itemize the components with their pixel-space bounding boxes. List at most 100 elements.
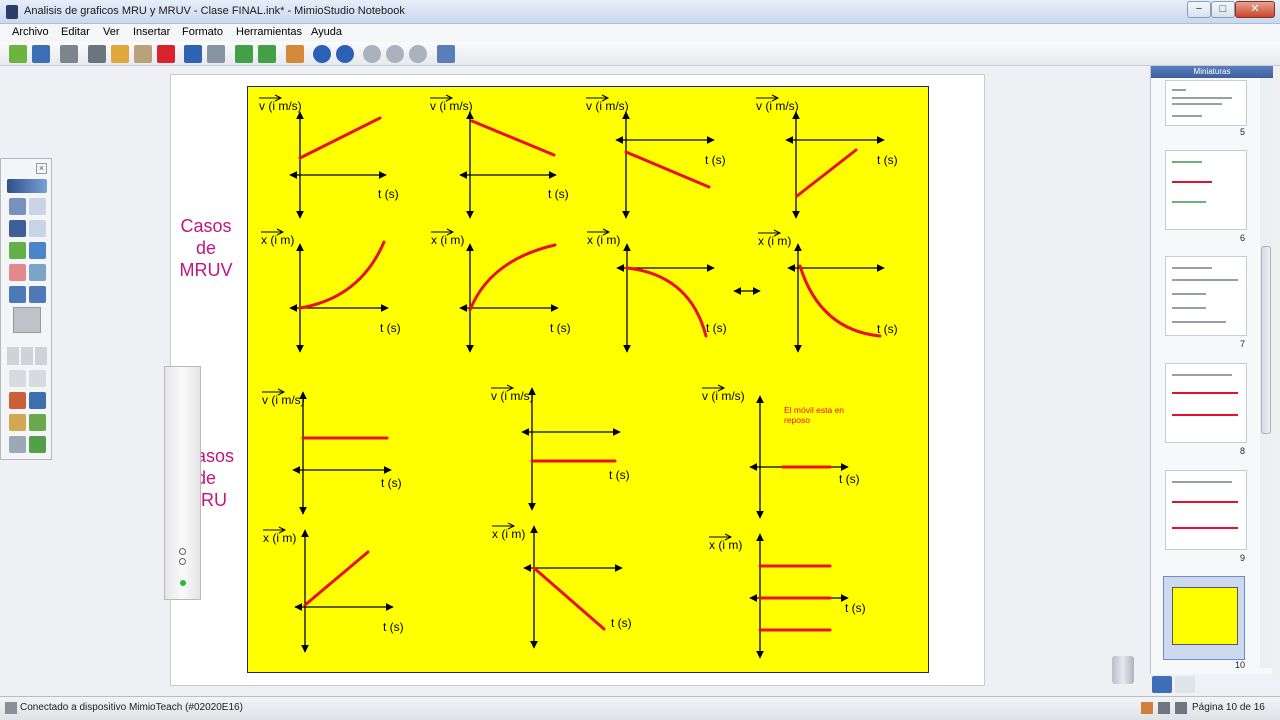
x-axis-label-t[interactable]: t (s) [845, 601, 866, 615]
menu-editar[interactable]: Editar [61, 26, 90, 38]
pages-icon[interactable] [9, 436, 26, 453]
pen-status-icon[interactable] [1158, 702, 1170, 714]
redo-icon[interactable] [207, 45, 225, 63]
copy-icon[interactable] [111, 45, 129, 63]
graph-curve[interactable] [468, 243, 557, 312]
x-axis-label-t[interactable]: t (s) [877, 322, 898, 336]
thumbnail-page-8[interactable] [1165, 363, 1247, 443]
pen-icon[interactable] [9, 220, 26, 237]
graph-curve[interactable] [298, 116, 382, 160]
save-icon[interactable] [32, 45, 50, 63]
image-icon[interactable] [29, 264, 46, 281]
open-icon[interactable] [9, 45, 27, 63]
paste-icon[interactable] [134, 45, 152, 63]
vector-arrow-icon[interactable] [491, 384, 515, 392]
x-axis-label-t[interactable]: t (s) [548, 187, 569, 201]
graph-curve[interactable] [532, 566, 606, 631]
y-axis-label-x[interactable]: x (i m) [709, 538, 742, 552]
vector-arrow-icon[interactable] [587, 228, 611, 236]
record-status-icon[interactable] [1141, 702, 1153, 714]
y-axis-label-v[interactable]: v (i m/s) [262, 393, 305, 407]
vector-arrow-icon[interactable] [431, 228, 455, 236]
export-icon[interactable] [29, 414, 46, 431]
maximize-button[interactable]: □ [1211, 1, 1235, 18]
spotlight-icon[interactable] [29, 370, 46, 387]
undo-icon[interactable] [184, 45, 202, 63]
users-icon[interactable] [286, 45, 304, 63]
eraser-icon[interactable] [9, 264, 26, 281]
label-casos-mru[interactable]: asos de IRU [196, 446, 235, 510]
y-axis-label-v[interactable]: v (i m/s) [756, 99, 799, 113]
new-page-icon[interactable] [235, 45, 253, 63]
text-icon[interactable] [29, 220, 46, 237]
graph-curve[interactable] [303, 550, 370, 607]
display-icon[interactable] [437, 45, 455, 63]
thumbnails-scrollbar[interactable] [1260, 78, 1272, 668]
graph-curve[interactable] [625, 266, 708, 338]
x-axis-label-t[interactable]: t (s) [705, 153, 726, 167]
vector-arrow-icon[interactable] [263, 526, 287, 534]
x-axis-label-t[interactable]: t (s) [550, 321, 571, 335]
minimize-button[interactable]: − [1187, 1, 1211, 18]
graph-curve[interactable] [470, 119, 556, 157]
graph-panel[interactable] [247, 86, 929, 673]
label-casos-mruv[interactable]: Casos de MRUV [179, 216, 233, 280]
tool-export-icon[interactable] [29, 436, 46, 453]
back-icon[interactable] [313, 45, 331, 63]
y-axis-label-v[interactable]: v (i m/s) [491, 389, 534, 403]
zoom-fit-icon[interactable] [409, 45, 427, 63]
y-axis-label-x[interactable]: x (i m) [758, 234, 791, 248]
x-axis-label-t[interactable]: t (s) [380, 321, 401, 335]
note-reposo[interactable]: El móvil esta en reposo [784, 405, 844, 425]
menu-herramientas[interactable]: Herramientas [236, 26, 303, 38]
color-swatch-icon[interactable] [13, 307, 41, 333]
settings-status-icon[interactable] [1175, 702, 1187, 714]
vector-arrow-icon[interactable] [758, 229, 782, 237]
vector-arrow-icon[interactable] [756, 94, 780, 102]
fill-icon[interactable] [29, 286, 46, 303]
vector-arrow-icon[interactable] [709, 533, 733, 541]
forward-icon[interactable] [336, 45, 354, 63]
delete-icon[interactable] [157, 45, 175, 63]
trash-icon[interactable] [1112, 656, 1134, 684]
zoom-icon[interactable] [29, 198, 46, 215]
x-axis-label-t[interactable]: t (s) [383, 620, 404, 634]
thumbnail-page-10[interactable] [1163, 576, 1245, 660]
vector-arrow-icon[interactable] [702, 384, 726, 392]
scrollbar-thumb[interactable] [1261, 246, 1271, 434]
shape-icon[interactable] [29, 242, 46, 259]
vector-arrow-icon[interactable] [492, 522, 516, 530]
y-axis-label-v[interactable]: v (i m/s) [430, 99, 473, 113]
select-icon[interactable] [9, 198, 26, 215]
x-axis-label-t[interactable]: t (s) [611, 616, 632, 630]
palette-close-icon[interactable]: × [36, 163, 47, 174]
graph-curve[interactable] [298, 240, 386, 310]
highlighter-icon[interactable] [9, 242, 26, 259]
vector-arrow-icon[interactable] [262, 388, 286, 396]
x-axis-label-t[interactable]: t (s) [877, 153, 898, 167]
cut-icon[interactable] [88, 45, 106, 63]
thumbnail-page-5[interactable] [1165, 80, 1247, 126]
zoom-in-icon[interactable] [363, 45, 381, 63]
reveal-slider[interactable] [164, 366, 201, 600]
thumbnail-page-7[interactable] [1165, 256, 1247, 336]
record-icon[interactable] [9, 392, 26, 409]
menu-insertar[interactable]: Insertar [133, 26, 171, 38]
x-axis-label-t[interactable]: t (s) [609, 468, 630, 482]
y-axis-label-x[interactable]: x (i m) [261, 233, 294, 247]
eyedropper-icon[interactable] [9, 286, 26, 303]
vector-arrow-icon[interactable] [259, 94, 283, 102]
x-axis-label-t[interactable]: t (s) [378, 187, 399, 201]
folder-tab-icon[interactable] [1175, 676, 1195, 693]
graph-curve[interactable] [624, 150, 711, 189]
thumbnail-page-9[interactable] [1165, 470, 1247, 550]
close-button[interactable]: ✕ [1235, 1, 1275, 18]
y-axis-label-x[interactable]: x (i m) [492, 527, 525, 541]
menu-ayuda[interactable]: Ayuda [311, 26, 342, 38]
x-axis-label-t[interactable]: t (s) [706, 321, 727, 335]
y-axis-label-x[interactable]: x (i m) [431, 233, 464, 247]
menu-formato[interactable]: Formato [182, 26, 223, 38]
menu-archivo[interactable]: Archivo [12, 26, 49, 38]
vector-arrow-icon[interactable] [586, 94, 610, 102]
